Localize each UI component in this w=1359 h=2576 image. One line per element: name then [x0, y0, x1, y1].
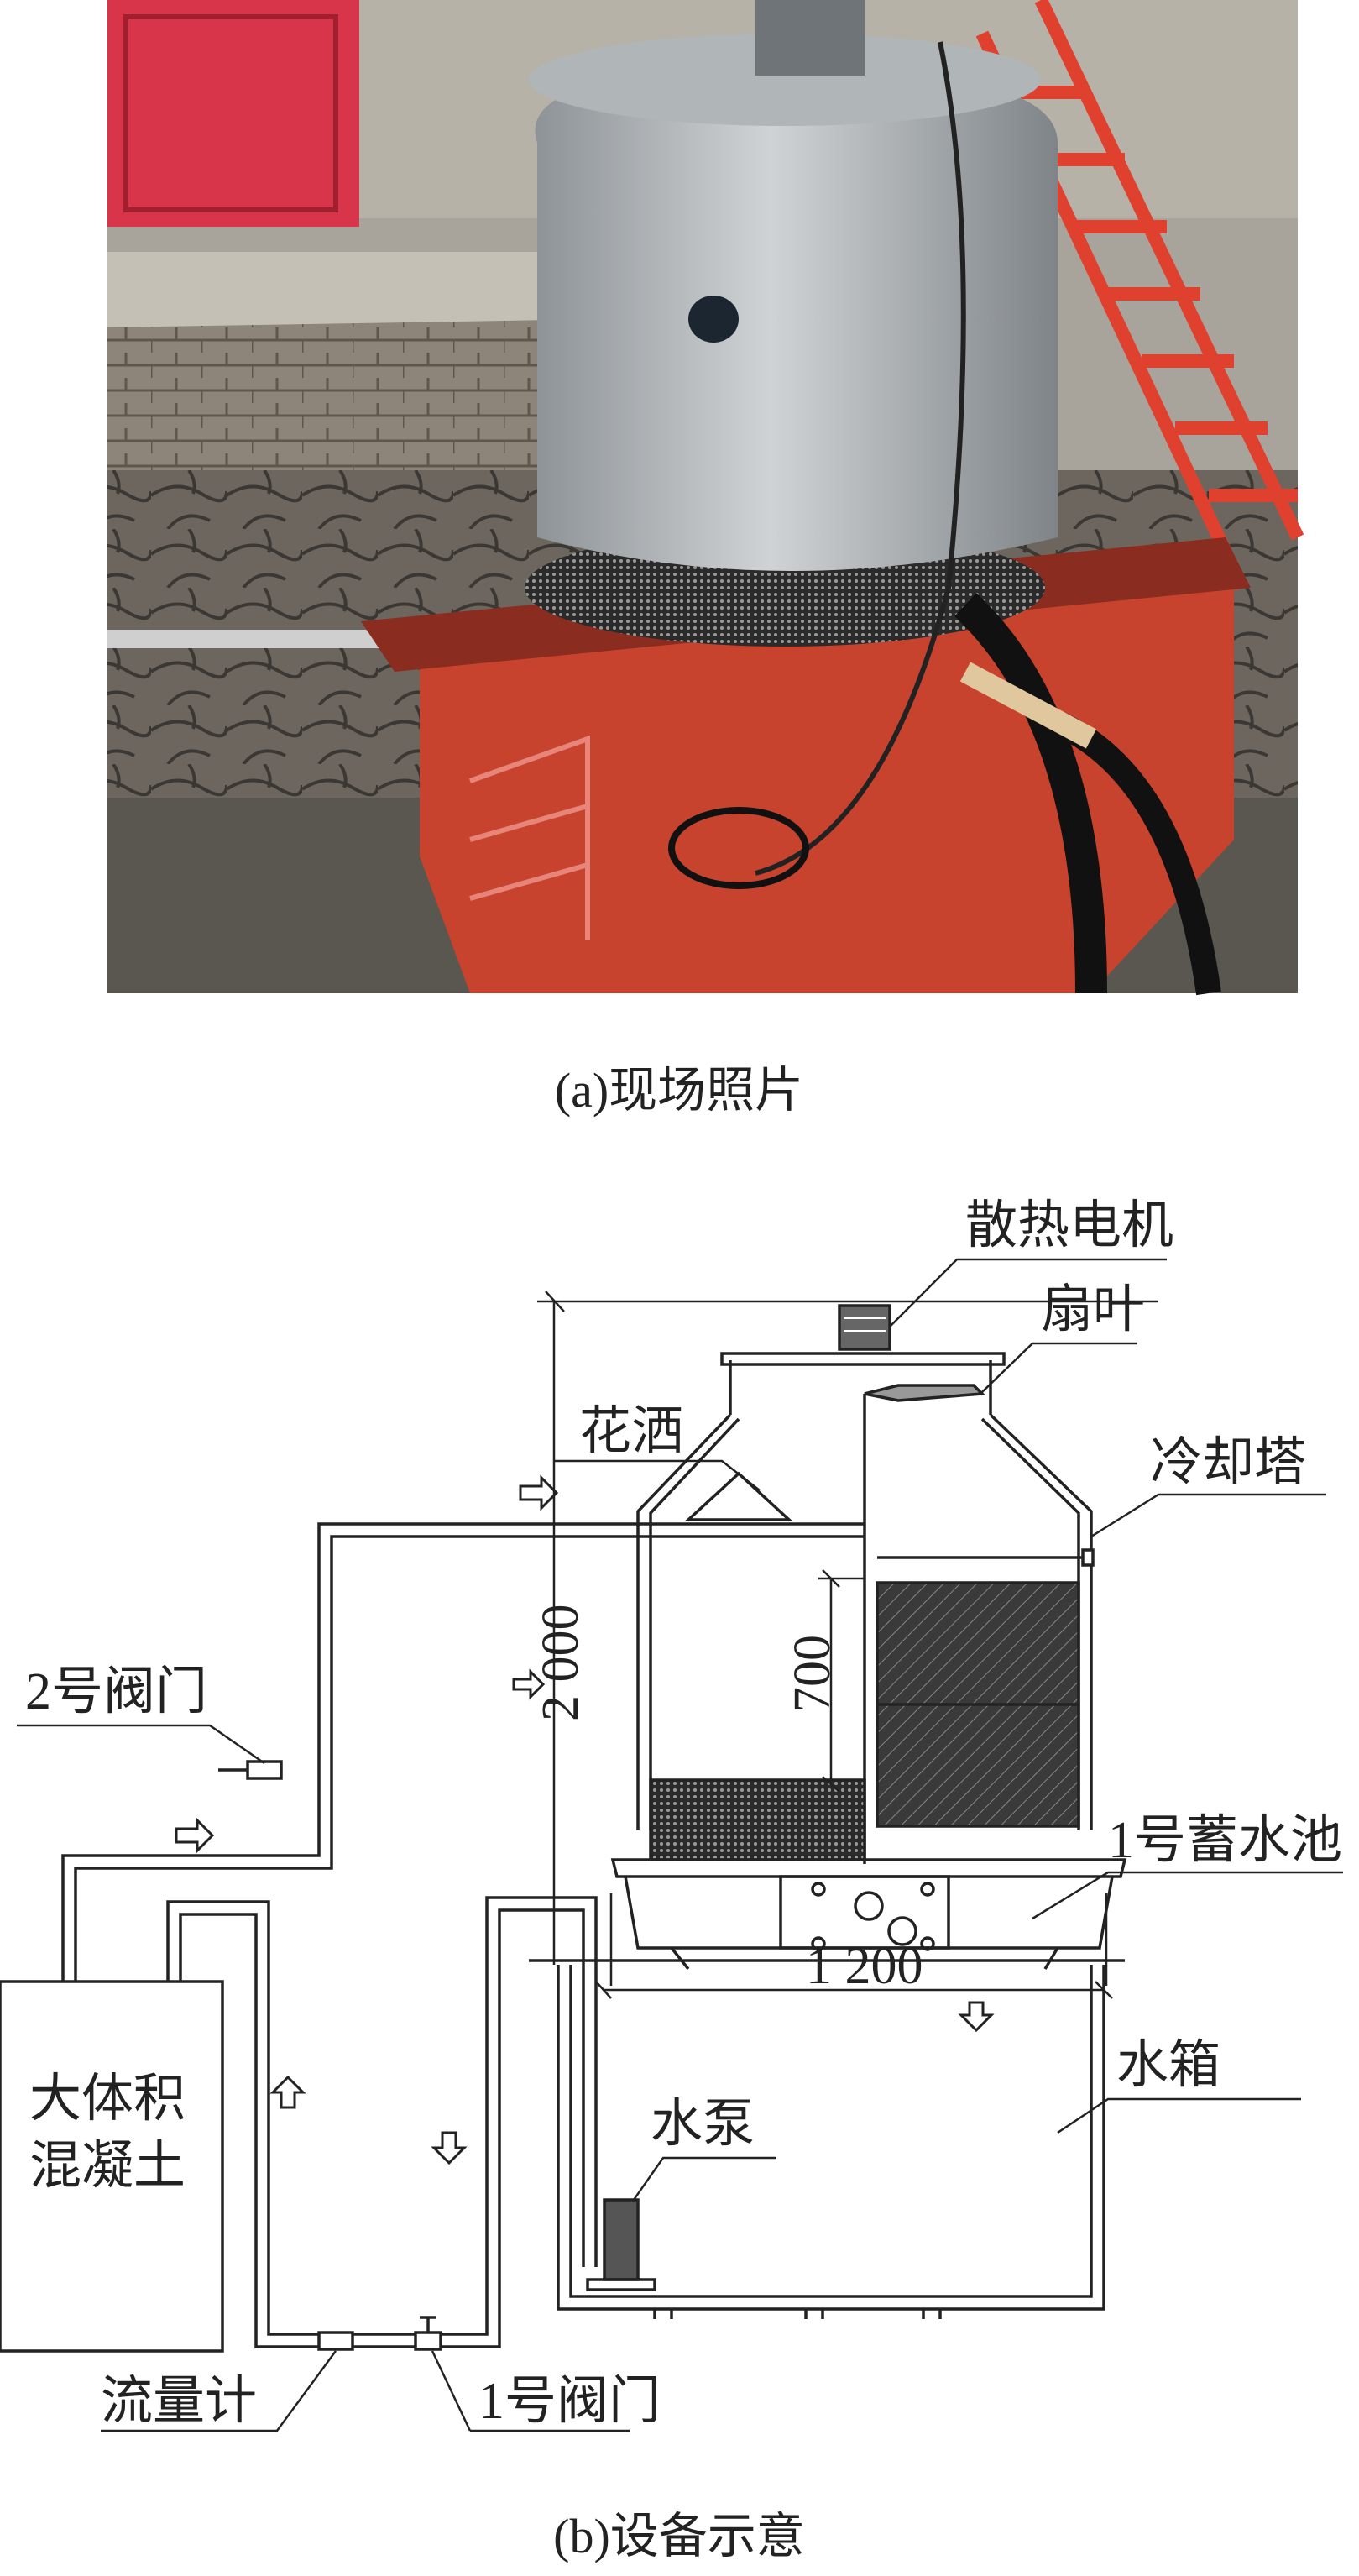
label-flow-meter: 流量计	[101, 2373, 257, 2430]
mesh-band	[649, 1778, 866, 1861]
label-motor: 散热电机	[965, 1197, 1173, 1254]
pump	[603, 2198, 640, 2281]
flow-arrows	[175, 1474, 995, 2165]
staircase	[975, 0, 1304, 591]
label-concrete-2: 混凝土	[29, 2138, 186, 2195]
tower-window	[688, 296, 739, 343]
label-sprinkler: 花洒	[579, 1403, 683, 1460]
valve-1	[414, 2331, 442, 2351]
water-tank	[529, 1959, 1125, 2319]
diagram-labels: 散热电机 扇叶 花洒 冷却塔 2号阀门 1号蓄水池 大体积 混凝土 水箱 水泵 …	[25, 1197, 1342, 2430]
pipes	[61, 1522, 865, 2351]
label-cooling-tower: 冷却塔	[1150, 1434, 1306, 1491]
dim-height: 2 000	[532, 1605, 589, 1722]
leaders	[17, 1258, 1343, 2432]
site-photo	[107, 0, 1304, 996]
dimensions	[537, 1291, 1158, 1999]
concrete-block	[0, 1980, 224, 2353]
cooling-tower	[610, 1352, 1127, 1971]
schematic	[0, 1258, 1343, 2432]
label-valve-1: 1号阀门	[478, 2373, 661, 2430]
motor-fan	[838, 1304, 985, 1402]
valve-2	[246, 1760, 283, 1780]
label-reservoir-1: 1号蓄水池	[1108, 1812, 1342, 1869]
label-pump: 水泵	[651, 2096, 755, 2153]
diagram-caption: (b)设备示意	[553, 2509, 805, 2563]
motor-photo	[755, 0, 865, 76]
label-concrete-1: 大体积	[29, 2071, 186, 2128]
label-water-tank: 水箱	[1116, 2037, 1220, 2094]
photo-caption: (a)现场照片	[555, 1063, 803, 1118]
dim-packing: 700	[784, 1635, 841, 1713]
tower-body	[535, 76, 1058, 571]
label-fan-blade: 扇叶	[1041, 1281, 1145, 1338]
red-cabinet	[107, 0, 359, 227]
label-valve-2: 2号阀门	[25, 1663, 207, 1720]
dim-width: 1 200	[806, 1938, 923, 1995]
flow-meter	[317, 2331, 354, 2351]
